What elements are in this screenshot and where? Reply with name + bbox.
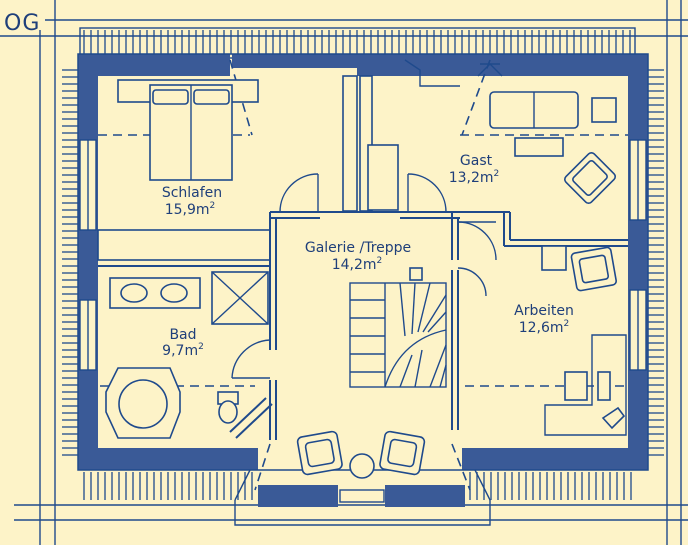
dormer <box>234 469 491 526</box>
roof-hatch-left-lines <box>62 69 78 456</box>
roof-hatch-bottom-lines <box>83 472 632 500</box>
room-name-gast: Gast <box>460 153 493 169</box>
room-area-bad: 9,7m2 <box>162 342 204 359</box>
floor-label: OG <box>4 11 40 36</box>
office-furniture <box>541 245 627 436</box>
room-name-arbeiten: Arbeiten <box>514 303 574 319</box>
bathroom-fixtures <box>105 271 269 439</box>
gallery-stairs <box>296 144 447 479</box>
room-area-arbeiten: 12,6m2 <box>519 319 570 336</box>
room-name-galerie: Galerie /Treppe <box>305 240 411 256</box>
room-area-schlafen: 15,9m2 <box>165 201 216 218</box>
double-bed <box>117 79 259 181</box>
room-name-bad: Bad <box>169 327 196 343</box>
doors <box>229 173 497 439</box>
guest-furniture <box>404 59 617 205</box>
roof-hatch-right-lines <box>648 69 664 456</box>
room-name-schlafen: Schlafen <box>162 185 222 201</box>
interior-walls <box>97 75 628 440</box>
room-area-gast: 13,2m2 <box>449 169 500 186</box>
room-area-galerie: 14,2m2 <box>332 256 383 273</box>
windows <box>79 139 647 503</box>
roof-hatch-top-lines <box>83 30 631 54</box>
